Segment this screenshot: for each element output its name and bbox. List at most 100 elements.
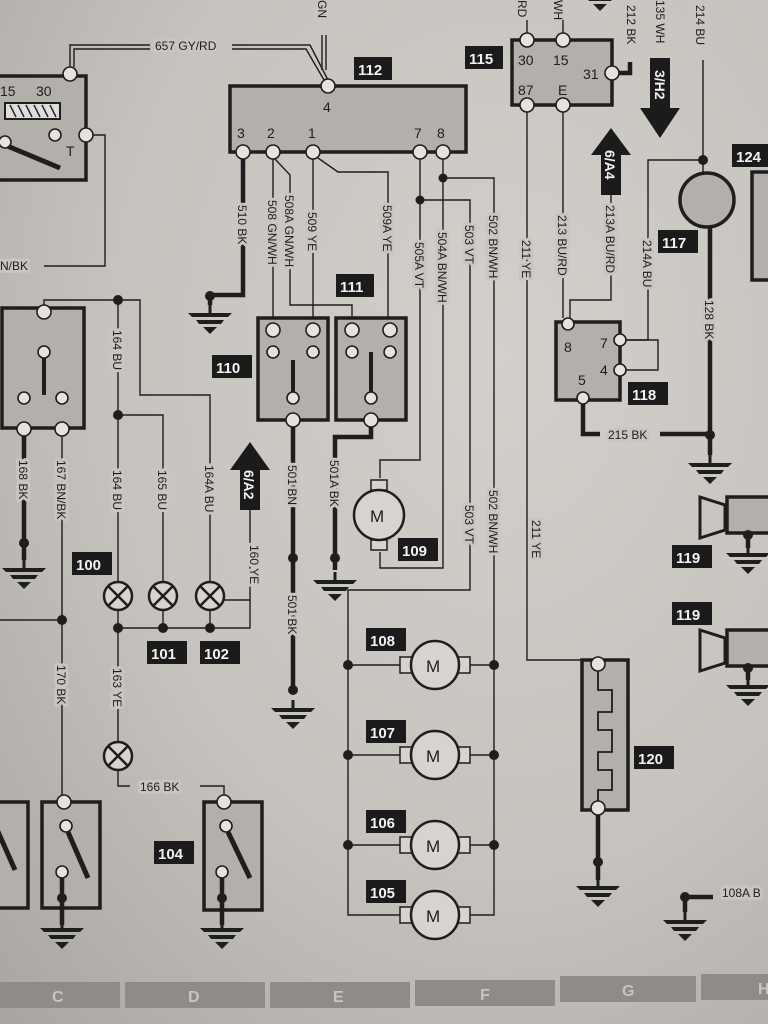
svg-text:6/A2: 6/A2	[241, 470, 257, 500]
svg-text:M: M	[426, 837, 440, 856]
svg-text:120: 120	[638, 751, 663, 768]
grid-label-f: F	[480, 987, 490, 1004]
svg-text:100: 100	[76, 557, 101, 574]
component-badge-111: 111	[336, 274, 374, 297]
wire-label: 502 BN/WH	[486, 215, 500, 278]
wire-label: 166 BK	[140, 780, 179, 794]
pin-label: 87	[518, 82, 534, 98]
heater-120	[580, 656, 630, 816]
ground-icon	[686, 453, 734, 486]
wire-label: RD	[515, 0, 529, 18]
pin-label: 1	[308, 125, 316, 141]
pin-label: 30	[518, 52, 534, 68]
svg-text:6/A4: 6/A4	[602, 150, 618, 180]
component-badge-109: 109	[398, 538, 438, 561]
component-badge-117: 117	[658, 230, 698, 253]
relay-left	[0, 304, 86, 437]
motor-108: M	[399, 639, 471, 691]
svg-text:110: 110	[216, 360, 240, 377]
component-badge-102: 102	[200, 641, 240, 664]
wire-label: 213 BU/RD	[555, 215, 569, 276]
svg-text:109: 109	[402, 543, 427, 560]
svg-text:104: 104	[158, 846, 184, 863]
svg-text:102: 102	[204, 646, 229, 663]
svg-text:105: 105	[370, 885, 395, 902]
wire-label: 160 YE	[247, 545, 261, 584]
component-badge-115: 115	[465, 46, 503, 69]
component-badge-118: 118	[628, 382, 668, 405]
switch-far-left	[0, 800, 30, 910]
wire-label: 504A BN/WH	[435, 232, 449, 303]
pin-label: 5	[578, 372, 586, 388]
pin-label: 15	[553, 52, 569, 68]
wire-label: 214A BU	[640, 240, 654, 287]
pin-label: 4	[323, 99, 331, 115]
wire-label: N/BK	[0, 259, 28, 273]
wire-label: 502 BN/WH	[486, 490, 500, 553]
wire-label: 167 BN/BK	[54, 460, 68, 519]
relay-115: 30 15 31 87 E	[510, 32, 620, 113]
wire-label: 508A GN/WH	[282, 195, 296, 267]
wire-label: 212 BK	[624, 5, 638, 44]
motor-107: M	[399, 729, 471, 781]
grid-reference-strip: C D E F G H	[0, 974, 768, 1008]
svg-text:107: 107	[370, 725, 395, 742]
component-badge-104: 104	[154, 841, 194, 864]
wire-label: WH	[551, 0, 565, 20]
lamp-163	[102, 740, 134, 772]
wire-label: 508 GN/WH	[265, 200, 279, 265]
component-117	[678, 171, 736, 229]
wire-label: 135 WH	[653, 0, 667, 43]
motor-106: M	[399, 819, 471, 871]
wire-label: 501A BK	[327, 460, 341, 507]
motor-105: M	[399, 889, 471, 941]
grid-label-d: D	[188, 989, 200, 1006]
wire-label: 503 VT	[462, 505, 476, 544]
svg-text:106: 106	[370, 815, 395, 832]
wire-label: 505A VT	[412, 242, 426, 289]
lamp-101	[147, 580, 179, 612]
component-badge-100: 100	[72, 552, 112, 575]
reference-arrow-6-a4: 6/A4	[591, 128, 631, 195]
ground-icon	[0, 558, 48, 591]
component-badge-112: 112	[354, 57, 392, 80]
pin-label: T	[66, 143, 75, 159]
component-badge-105: 105	[366, 880, 406, 903]
component-badge-124: 124	[732, 144, 768, 167]
wire-label: 211 YE	[529, 520, 543, 558]
grid-label-g: G	[622, 983, 634, 1000]
svg-text:124: 124	[736, 149, 762, 166]
pin-label: E	[558, 82, 567, 98]
ground-icon	[661, 910, 709, 943]
wire-label: 170 BK	[54, 665, 68, 704]
relay-110	[256, 316, 330, 428]
svg-text:117: 117	[662, 235, 686, 252]
wire-label: GN	[315, 0, 329, 18]
grid-label-c: C	[52, 989, 64, 1006]
component-badge-119-lower: 119	[672, 602, 712, 625]
svg-text:119: 119	[676, 607, 700, 624]
component-badge-120: 120	[634, 746, 674, 769]
pin-label: 8	[564, 339, 572, 355]
component-badge-110: 110	[212, 355, 252, 378]
pin-label: 7	[600, 335, 608, 351]
lamp-102	[194, 580, 226, 612]
gauge-component: 15 30 T	[0, 66, 94, 182]
relay-111	[334, 316, 408, 428]
wire-label: 164A BU	[202, 465, 216, 512]
component-badge-101: 101	[147, 641, 187, 664]
gauge-needle-icon	[4, 142, 61, 171]
horn-119-lower	[698, 627, 768, 708]
svg-text:119: 119	[676, 550, 700, 567]
wire-label: 501 BK	[285, 595, 299, 634]
ground-icon	[576, 0, 624, 13]
pin-label: 3	[237, 125, 245, 141]
reference-arrow-3-h2: 3/H2	[640, 58, 680, 138]
svg-text:112: 112	[358, 62, 382, 79]
wire-label: 509 YE	[305, 212, 319, 251]
svg-text:108: 108	[370, 633, 395, 650]
wire-label: 509A YE	[380, 205, 394, 252]
lamp-100	[102, 580, 134, 612]
ground-icon	[574, 876, 622, 909]
